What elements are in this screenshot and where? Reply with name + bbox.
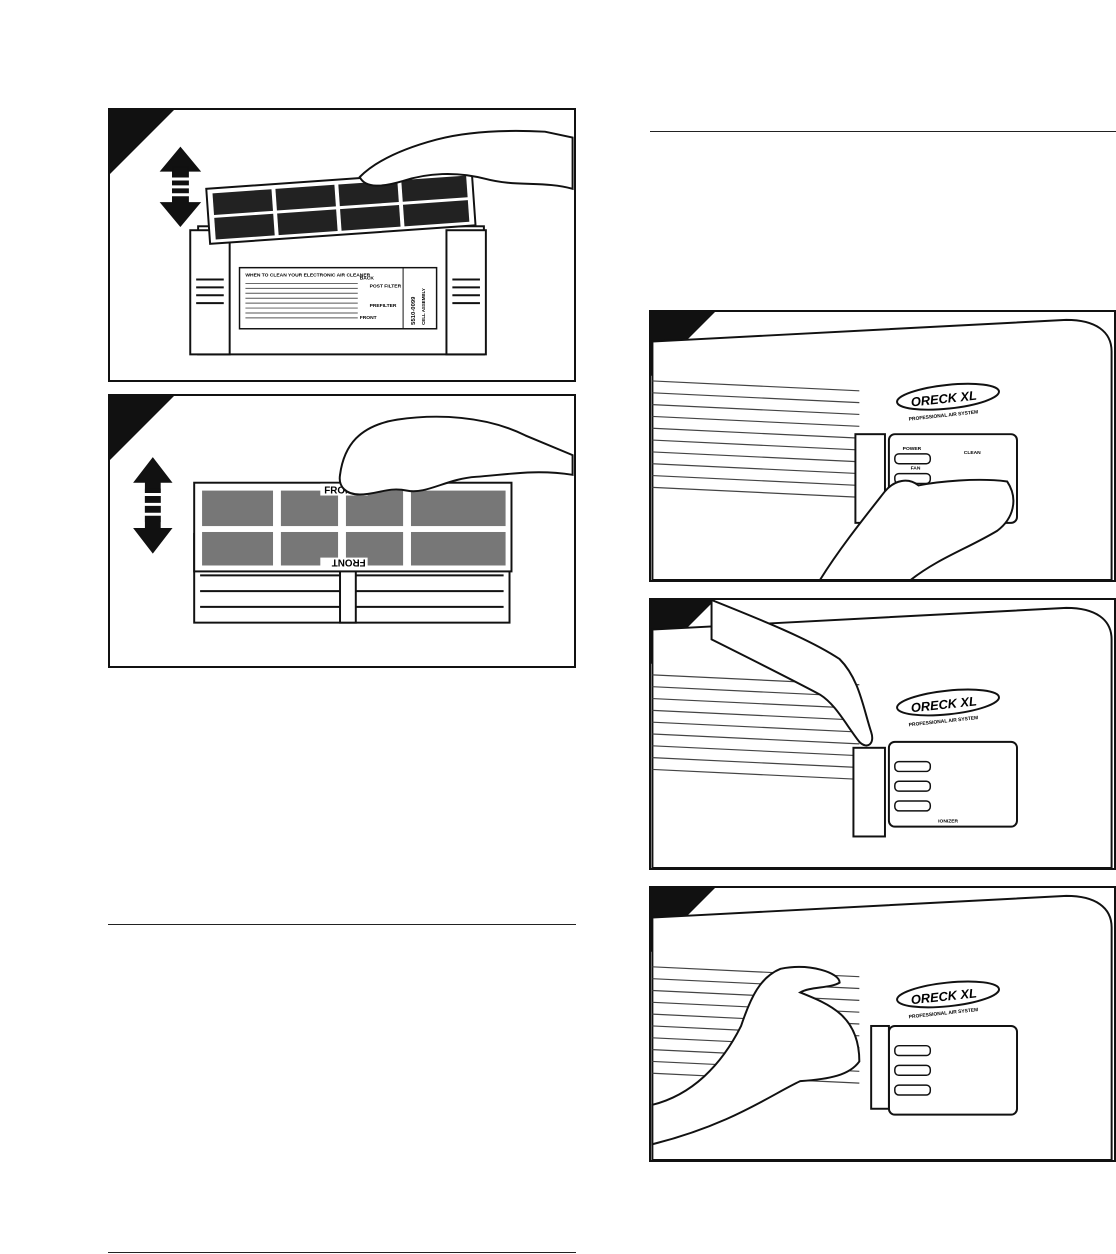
label-front: FRONT bbox=[360, 315, 377, 321]
figure-corner-marker bbox=[110, 396, 174, 460]
hand-illustration bbox=[338, 415, 574, 496]
brand-name: ORECK XL bbox=[910, 693, 978, 715]
label-front-top: FRONT bbox=[324, 486, 358, 497]
brand-name: ORECK XL bbox=[910, 985, 978, 1007]
brand-name: ORECK XL bbox=[910, 388, 978, 410]
label-cell-assembly: CELL ASSEMBLY bbox=[421, 288, 426, 325]
indicator-ionizer-label: IONIZER bbox=[938, 819, 958, 825]
btn-fan-label: FAN bbox=[911, 466, 921, 472]
unit-illustration: ORECK XL PROFESSIONAL AIR SYSTEM bbox=[651, 894, 1113, 1160]
label-post-filter: POST FILTER bbox=[370, 283, 402, 289]
label-prefilter: PREFILTER bbox=[370, 303, 397, 309]
post-filter bbox=[205, 169, 477, 245]
figure-unit-press-button: ORECK XL PROFESSIONAL AIR SYSTEM POWER F… bbox=[649, 310, 1116, 582]
btn-power-label: POWER bbox=[903, 446, 922, 452]
indicator-clean-label: CLEAN bbox=[964, 450, 981, 456]
rule-left-middle bbox=[108, 924, 576, 925]
hand-illustration bbox=[358, 130, 574, 191]
rule-right-top bbox=[650, 131, 1116, 132]
up-down-arrow-icon bbox=[159, 146, 202, 228]
hand-illustration bbox=[710, 600, 874, 747]
label-front-bottom: FRONT bbox=[332, 557, 366, 568]
cell-assembly-illustration: WHEN TO CLEAN YOUR ELECTRONIC AIR CLEANE… bbox=[159, 130, 574, 356]
label-back: BACK bbox=[360, 275, 375, 281]
unit-illustration: ORECK XL PROFESSIONAL AIR SYSTEM IONIZER bbox=[651, 600, 1113, 868]
hand-illustration bbox=[818, 478, 1015, 580]
unit-illustration: ORECK XL PROFESSIONAL AIR SYSTEM POWER F… bbox=[651, 318, 1113, 580]
figure-corner-marker bbox=[110, 110, 174, 174]
figure-unit-pull-holder: ORECK XL PROFESSIONAL AIR SYSTEM IONIZER bbox=[649, 598, 1116, 870]
up-down-arrow-icon bbox=[133, 457, 173, 554]
label-heading: WHEN TO CLEAN YOUR ELECTRONIC AIR CLEANE… bbox=[245, 273, 370, 279]
figure-cell-assembly: WHEN TO CLEAN YOUR ELECTRONIC AIR CLEANE… bbox=[108, 108, 576, 382]
hand-illustration bbox=[651, 966, 861, 1146]
figure-unit-slide-grille: ORECK XL PROFESSIONAL AIR SYSTEM bbox=[649, 886, 1116, 1162]
prefilter-illustration: FRONT FRONT bbox=[133, 415, 574, 624]
rule-left-bottom bbox=[108, 1252, 576, 1253]
label-part-number: 5510-0099 bbox=[411, 296, 417, 325]
figure-prefilter: FRONT FRONT bbox=[108, 394, 576, 668]
